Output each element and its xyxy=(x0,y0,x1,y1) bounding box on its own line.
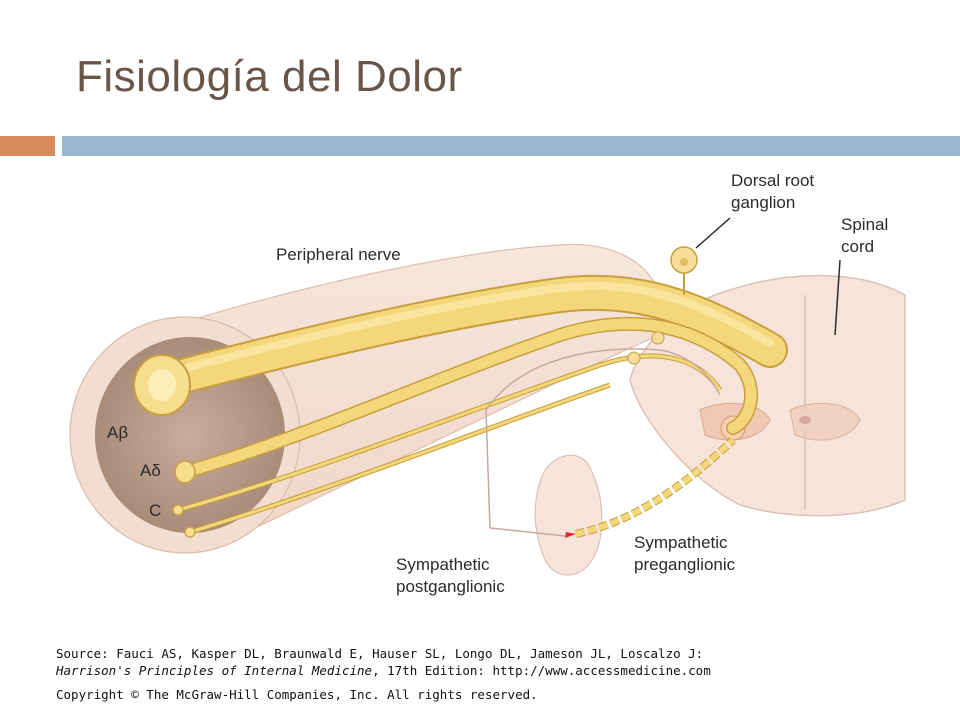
copyright-line: Copyright © The McGraw-Hill Companies, I… xyxy=(56,687,538,702)
spinal-cord-pointer xyxy=(834,259,841,336)
source-line-2: Harrison's Principles of Internal Medici… xyxy=(56,663,711,678)
title-accent-bar-orange xyxy=(0,136,55,156)
label-dorsal-root: Dorsal root xyxy=(731,171,814,190)
c-fibers xyxy=(172,353,723,538)
label-ganglion: ganglion xyxy=(731,193,795,212)
label-c: C xyxy=(149,501,161,520)
source-book-title: Harrison's Principles of Internal Medici… xyxy=(56,663,373,678)
peripheral-nerve-diagram: Dorsal root ganglion Spinal cord Periphe… xyxy=(69,171,906,596)
label-peripheral-nerve: Peripheral nerve xyxy=(276,245,401,264)
sympathetic-ganglion xyxy=(485,348,736,576)
title-accent-bar-blue xyxy=(62,136,960,156)
source-edition-url: , 17th Edition: http://www.accessmedicin… xyxy=(372,663,711,678)
label-postganglionic: postganglionic xyxy=(396,577,505,596)
label-preganglionic: preganglionic xyxy=(634,555,736,574)
slide-title: Fisiología del Dolor xyxy=(76,52,463,101)
label-sympathetic-pre: Sympathetic xyxy=(634,533,728,552)
label-spinal: Spinal xyxy=(841,215,888,234)
label-adelta: Aδ xyxy=(140,461,161,480)
label-cord: cord xyxy=(841,237,874,256)
label-abeta: Aβ xyxy=(107,423,128,442)
abeta-fiber xyxy=(133,274,788,416)
adelta-fiber xyxy=(174,316,759,484)
label-sympathetic-post: Sympathetic xyxy=(396,555,490,574)
source-line-1: Source: Fauci AS, Kasper DL, Braunwald E… xyxy=(56,646,704,661)
dorsal-root-ganglion xyxy=(627,217,731,365)
